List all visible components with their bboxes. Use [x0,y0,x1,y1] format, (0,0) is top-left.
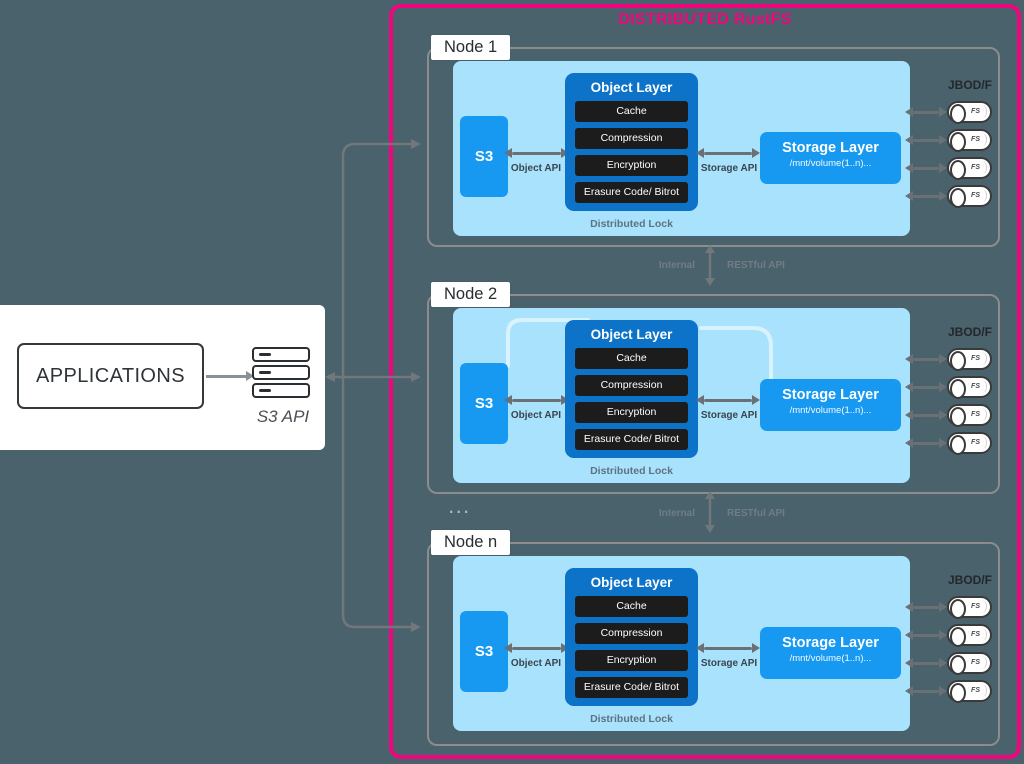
storage-layer-path: /mnt/volume(1..n)... [789,158,872,169]
storage-layer-box: Storage Layer /mnt/volume(1..n)... [760,627,901,679]
applications-to-s3api-arrow [206,371,254,380]
storage-layer-box: Storage Layer /mnt/volume(1..n)... [760,379,901,431]
node-panel: S3 Object API Object Layer Cache Compres… [453,556,910,731]
node-title: Node n [431,530,511,555]
object-layer-title: Object Layer [590,575,673,590]
storage-api-label: Storage API [700,410,758,421]
storage-layer-path: /mnt/volume(1..n)... [789,405,872,416]
decor-curves [506,318,773,410]
disk-arrow [905,658,947,669]
distributed-lock-label: Distributed Lock [590,713,673,725]
disk-cylinder-icon: FS [947,596,992,619]
disk-arrow [905,354,947,365]
object-api-label: Object API [510,410,562,421]
node-title: Node 2 [431,282,511,307]
object-api-label: Object API [510,163,562,174]
disk-arrow [905,191,947,202]
applications-box: APPLICATIONS [17,343,204,409]
disk-arrow [905,382,947,393]
distributed-box: DISTRIBUTED RustFS Internal RESTful API … [389,4,1021,759]
s3-api-label: S3 API [256,407,310,426]
object-layer-item: Erasure Code/ Bitrot [575,677,688,698]
node-panel: S3 Object API Object Layer Cache Compres… [453,308,910,483]
object-layer-item: Cache [575,348,688,369]
restful-api-label-1: RESTful API [727,260,785,271]
storage-layer-title: Storage Layer [782,635,879,651]
disk-cylinder-icon: FS [947,129,992,152]
disk-cylinder-icon: FS [947,101,992,124]
node-title: Node 1 [431,35,511,60]
object-layer-box: Object Layer Cache Compression Encryptio… [565,568,698,706]
disk-arrow [905,438,947,449]
storage-api-arrow [696,395,760,406]
storage-layer-path: /mnt/volume(1..n)... [789,653,872,664]
object-layer-item: Cache [575,101,688,122]
object-api-arrow [504,395,569,406]
jbod-label: JBOD/F [947,78,992,92]
disk-cylinder-icon: FS [947,404,992,427]
s3-box: S3 [460,363,508,444]
server-stack-icon [252,347,310,401]
object-layer-box: Object Layer Cache Compression Encryptio… [565,73,698,211]
object-layer-item: Encryption [575,155,688,176]
object-layer-box: Object Layer Cache Compression Encryptio… [565,320,698,458]
s3-box: S3 [460,611,508,692]
distributed-lock-label: Distributed Lock [590,218,673,230]
disk-arrow [905,107,947,118]
disk-arrow [905,163,947,174]
disk-arrow [905,630,947,641]
disk-cylinder-icon: FS [947,157,992,180]
object-api-arrow [504,148,569,159]
internal-label-1: Internal [658,260,695,271]
node-box: Node n S3 Object API Object Layer Cache … [427,530,1000,746]
node-box: Node 2 S3 Object API Object Layer Cache … [427,282,1000,494]
disk-cylinder-icon: FS [947,652,992,675]
object-layer-item: Compression [575,623,688,644]
node-box: Node 1 S3 Object API Object Layer Cache … [427,35,1000,247]
storage-api-arrow [696,148,760,159]
distributed-title: DISTRIBUTED RustFS [618,11,792,28]
disk-arrow [905,135,947,146]
storage-layer-title: Storage Layer [782,387,879,403]
storage-api-label: Storage API [700,658,758,669]
object-layer-item: Compression [575,375,688,396]
jbod-label: JBOD/F [947,573,992,587]
disk-cylinder-icon: FS [947,680,992,703]
object-layer-title: Object Layer [590,80,673,95]
disk-arrow [905,686,947,697]
object-layer-item: Erasure Code/ Bitrot [575,182,688,203]
disk-arrow [905,410,947,421]
disk-cylinder-icon: FS [947,432,992,455]
object-api-arrow [504,643,569,654]
object-layer-item: Encryption [575,402,688,423]
applications-label: APPLICATIONS [36,364,185,387]
disk-arrow [905,602,947,613]
restful-api-label-2: RESTful API [727,508,785,519]
disk-cylinder-icon: FS [947,348,992,371]
jbod-label: JBOD/F [947,325,992,339]
object-layer-title: Object Layer [590,327,673,342]
disk-cylinder-icon: FS [947,185,992,208]
distributed-lock-label: Distributed Lock [590,465,673,477]
object-api-label: Object API [510,658,562,669]
storage-layer-box: Storage Layer /mnt/volume(1..n)... [760,132,901,184]
disk-cylinder-icon: FS [947,624,992,647]
object-layer-item: Erasure Code/ Bitrot [575,429,688,450]
object-layer-item: Encryption [575,650,688,671]
internal-label-2: Internal [658,508,695,519]
storage-api-label: Storage API [700,163,758,174]
s3-box: S3 [460,116,508,197]
nodes-ellipsis: ... [449,500,472,517]
disk-cylinder-icon: FS [947,376,992,399]
storage-layer-title: Storage Layer [782,140,879,156]
node-panel: S3 Object API Object Layer Cache Compres… [453,61,910,236]
storage-api-arrow [696,643,760,654]
object-layer-item: Compression [575,128,688,149]
object-layer-item: Cache [575,596,688,617]
